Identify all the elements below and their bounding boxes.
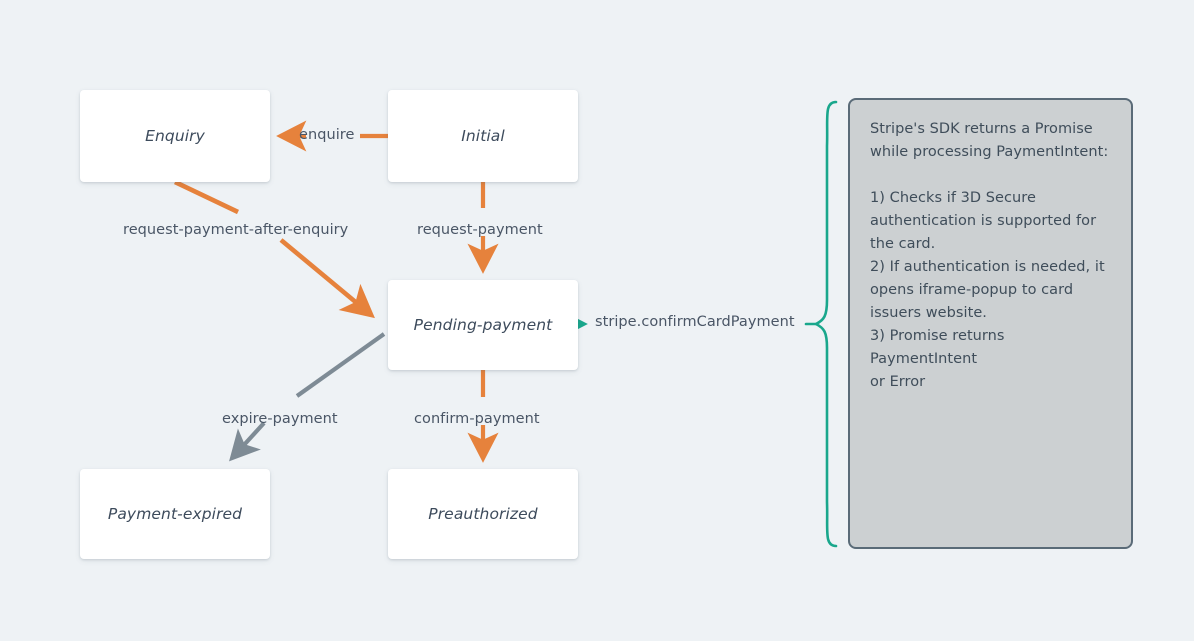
annotation-note-box: Stripe's SDK returns a Promise while pro… xyxy=(848,98,1133,549)
edge-label-request-payment-after-enquiry: request-payment-after-enquiry xyxy=(123,222,349,238)
edge-label-enquire: enquire xyxy=(299,127,355,143)
state-box-preauthorized[interactable]: Preauthorized xyxy=(388,469,578,559)
state-box-payment-expired[interactable]: Payment-expired xyxy=(80,469,270,559)
stripe-call-label: stripe.confirmCardPayment xyxy=(595,314,795,330)
state-label-enquiry: Enquiry xyxy=(145,127,205,145)
edge-request-payment-after-enquiry xyxy=(174,179,375,319)
edge-label-confirm-payment: confirm-payment xyxy=(414,411,540,427)
edge-label-request-payment: request-payment xyxy=(417,222,543,238)
annotation-note-text: Stripe's SDK returns a Promise while pro… xyxy=(870,121,1109,390)
state-label-payment-expired: Payment-expired xyxy=(107,505,243,523)
state-box-initial[interactable]: Initial xyxy=(388,90,578,182)
state-label-pending-payment: Pending-payment xyxy=(413,316,553,334)
note-brace xyxy=(804,100,838,548)
edge-expire-payment xyxy=(229,332,386,462)
edge-label-expire-payment: expire-payment xyxy=(222,411,338,427)
state-label-preauthorized: Preauthorized xyxy=(428,505,538,523)
state-box-pending-payment[interactable]: Pending-payment xyxy=(388,280,578,370)
state-label-initial: Initial xyxy=(461,127,505,145)
state-box-enquiry[interactable]: Enquiry xyxy=(80,90,270,182)
